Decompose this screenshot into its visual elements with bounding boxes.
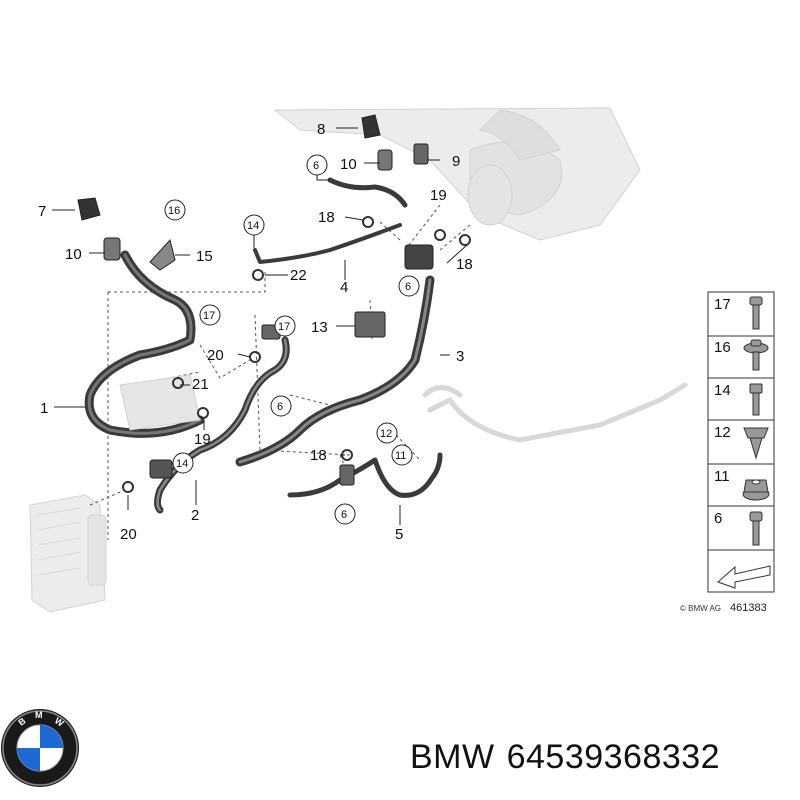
legend-item-12: 12 [714, 424, 731, 441]
callout-1: 1 [40, 400, 48, 417]
callout-13: 13 [311, 319, 328, 336]
fastener-legend: 17 16 14 12 11 6 [707, 291, 775, 593]
legend-item-14: 14 [714, 382, 731, 399]
callout-10a: 10 [65, 246, 82, 263]
svg-text:M: M [35, 710, 43, 720]
callout-2: 2 [191, 507, 199, 524]
callout-18b: 18 [456, 256, 473, 273]
leader-lines [52, 127, 468, 525]
flange-nut-icon [742, 479, 770, 501]
callout-6c: 6 [277, 401, 283, 413]
condenser-background [29, 494, 107, 613]
legend-item-17: 17 [714, 296, 731, 313]
callout-14b: 14 [176, 458, 188, 470]
copyright-text: © BMW AG [680, 604, 721, 613]
part-number: 64539368332 [506, 738, 721, 776]
callout-4: 4 [340, 279, 348, 296]
hex-bolt-icon [749, 383, 763, 416]
legend-item-11: 11 [714, 468, 730, 485]
clip-nut-icon [743, 427, 769, 460]
callout-12: 12 [380, 428, 392, 440]
callout-16: 16 [168, 205, 180, 217]
callout-22: 22 [290, 267, 307, 284]
washer-screw-icon [743, 339, 769, 371]
callout-20a: 20 [207, 347, 224, 364]
arrow-icon [717, 565, 771, 589]
callout-20b: 20 [120, 526, 137, 543]
brand-name: BMW [410, 738, 495, 776]
hoses [84, 177, 443, 514]
background-pipe [422, 382, 688, 443]
components [77, 114, 434, 486]
part-label: BMW 64539368332 [410, 738, 732, 777]
callout-19b: 19 [194, 431, 211, 448]
callout-8: 8 [317, 121, 325, 138]
callout-6d: 6 [341, 509, 347, 521]
callout-18a: 18 [318, 209, 335, 226]
legend-item-6: 6 [714, 510, 722, 527]
callout-18c: 18 [310, 447, 327, 464]
callout-19a: 19 [430, 187, 447, 204]
callout-17b: 17 [278, 321, 290, 333]
diagram-ref-number: 461383 [730, 602, 767, 614]
callout-6a: 6 [313, 160, 319, 172]
callout-10b: 10 [340, 156, 357, 173]
engine-background [273, 107, 641, 241]
screw-icon [749, 511, 763, 546]
callout-17a: 17 [203, 310, 215, 322]
callout-21: 21 [192, 376, 209, 393]
callout-6b: 6 [405, 281, 411, 293]
legend-item-16: 16 [714, 339, 731, 356]
callout-3: 3 [456, 348, 464, 365]
callout-9: 9 [452, 153, 460, 170]
bmw-logo-icon: B M W [1, 709, 79, 787]
callout-5: 5 [395, 526, 403, 543]
svg-text:B: B [16, 715, 27, 727]
callout-11: 11 [395, 450, 406, 462]
callout-7: 7 [38, 203, 46, 220]
bolt-icon [749, 296, 763, 330]
callout-15: 15 [196, 248, 213, 265]
callout-14a: 14 [247, 220, 259, 232]
